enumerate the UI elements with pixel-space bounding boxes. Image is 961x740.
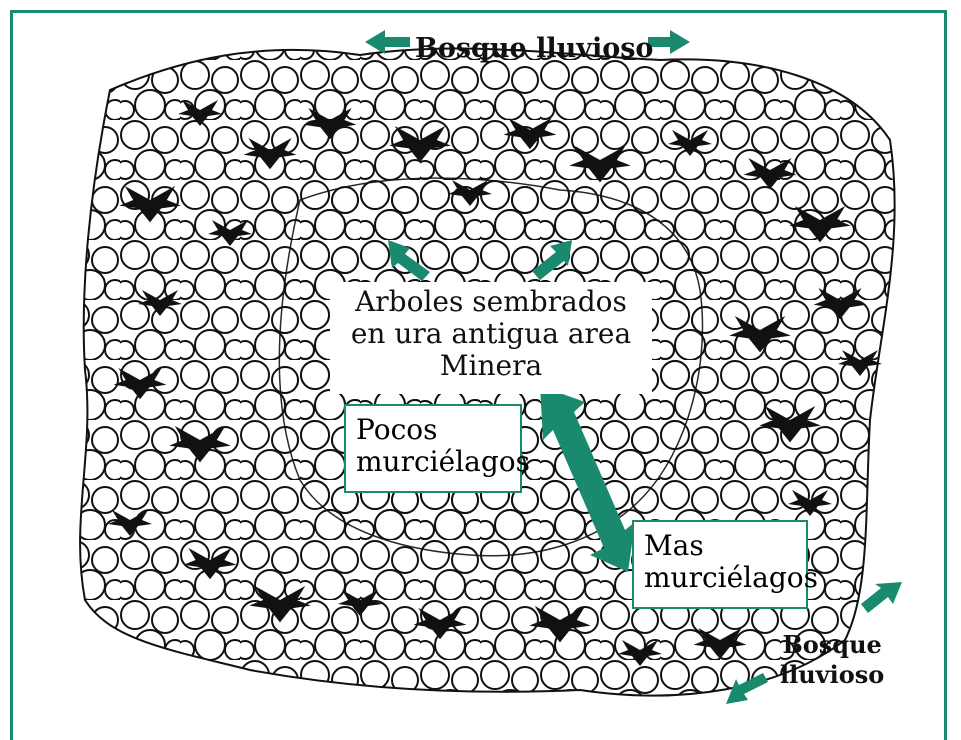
arrow-icon [861,582,902,613]
planted-trees-label: Arboles sembrados en ura antigua area Mi… [330,282,652,394]
more-bats-box: Mas murciélagos [632,520,808,609]
bottom-forest-line1: Bosque [780,630,884,660]
few-bats-box: Pocos murciélagos [344,404,522,493]
top-forest-label: Bosque lluvioso [415,33,653,64]
more-bats-line1: Mas [644,530,796,562]
more-bats-line2: murciélagos [644,562,796,594]
arrow-icon [648,30,690,54]
bottom-forest-label: Bosque lluvioso [780,630,884,690]
planted-trees-line1: Arboles sembrados [330,286,652,318]
few-bats-line1: Pocos [356,414,510,446]
planted-trees-line3: Minera [330,350,652,382]
planted-trees-line2: en ura antigua area [330,318,652,350]
few-bats-line2: murciélagos [356,446,510,478]
bottom-forest-line2: lluvioso [780,660,884,690]
